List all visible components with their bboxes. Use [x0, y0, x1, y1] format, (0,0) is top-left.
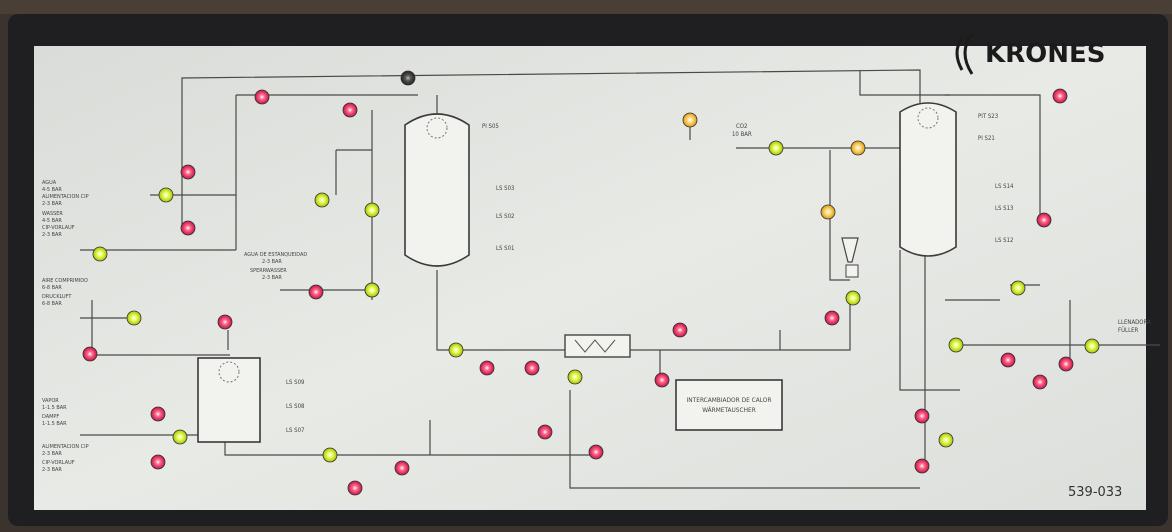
svg-text:ALIMENTACION CIP: ALIMENTACION CIP — [42, 444, 89, 450]
brand-name: KRONES — [985, 39, 1106, 69]
hx-label-2: WÄRMETAUSCHER — [702, 405, 756, 414]
svg-text:4-5 BAR: 4-5 BAR — [42, 218, 62, 224]
svg-text:4-5 BAR: 4-5 BAR — [42, 187, 62, 193]
svg-text:ALIMENTACION CIP: ALIMENTACION CIP — [42, 194, 89, 200]
indicator-lamp-yellow — [568, 370, 582, 384]
svg-text:CO2: CO2 — [736, 123, 747, 130]
indicator-lamp-red — [218, 315, 232, 329]
svg-text:6-8 BAR: 6-8 BAR — [42, 301, 62, 307]
level-tag: LS S14 — [995, 183, 1014, 190]
indicator-lamp-yellow — [159, 188, 173, 202]
svg-text:DAMPF: DAMPF — [42, 414, 59, 420]
indicator-lamp-yellow — [365, 283, 379, 297]
indicator-lamp-yellow — [315, 193, 329, 207]
tank-right — [900, 103, 956, 256]
indicator-lamp-red — [1037, 213, 1051, 227]
level-tag: LS S12 — [995, 237, 1013, 244]
indicator-lamp-orange — [683, 113, 697, 127]
indicator-lamp-dark — [401, 71, 415, 85]
svg-text:AGUA: AGUA — [42, 180, 57, 186]
indicator-lamp-yellow — [323, 448, 337, 462]
pressure-tag: PI S05 — [482, 123, 499, 130]
indicator-lamp-red — [525, 361, 539, 375]
svg-text:FÜLLER: FÜLLER — [1118, 327, 1138, 334]
filter-box — [846, 265, 858, 277]
indicator-lamp-yellow — [173, 430, 187, 444]
level-tag: LS S07 — [286, 427, 304, 434]
svg-text:10 BAR: 10 BAR — [732, 131, 752, 138]
level-tag: LS S09 — [286, 379, 305, 386]
indicator-lamp-red — [181, 221, 195, 235]
level-tag: LS S13 — [995, 205, 1013, 212]
indicator-lamp-red — [673, 323, 687, 337]
indicator-lamp-red — [343, 103, 357, 117]
svg-text:CIP-VORLAUF: CIP-VORLAUF — [42, 225, 75, 231]
indicator-lamp-red — [825, 311, 839, 325]
hx-label-1: INTERCAMBIADOR DE CALOR — [687, 396, 772, 404]
svg-text:WASSER: WASSER — [42, 211, 63, 217]
model-number: 539-033 — [1068, 485, 1122, 500]
indicator-lamp-red — [480, 361, 494, 375]
indicator-lamp-yellow — [769, 141, 783, 155]
svg-text:2-3 BAR: 2-3 BAR — [42, 451, 62, 457]
indicator-lamp-yellow — [449, 343, 463, 357]
indicator-lamp-yellow — [949, 338, 963, 352]
indicator-lamp-red — [589, 445, 603, 459]
level-tag: LS S01 — [496, 245, 514, 252]
svg-text:AIRE COMPRIMIDO: AIRE COMPRIMIDO — [42, 278, 88, 284]
indicator-lamp-red — [1053, 89, 1067, 103]
indicator-lamp-yellow — [127, 311, 141, 325]
indicator-lamp-red — [1001, 353, 1015, 367]
indicator-lamp-orange — [821, 205, 835, 219]
svg-text:LLENADORA: LLENADORA — [1118, 319, 1151, 326]
wall-top — [0, 0, 1172, 14]
svg-text:1-1.5 BAR: 1-1.5 BAR — [42, 421, 67, 427]
indicator-lamp-orange — [851, 141, 865, 155]
svg-text:2-3 BAR: 2-3 BAR — [262, 259, 282, 265]
indicator-lamp-red — [915, 409, 929, 423]
level-tag: LS S03 — [496, 185, 514, 192]
indicator-lamp-red — [915, 459, 929, 473]
level-tag: LS S08 — [286, 403, 305, 410]
indicator-lamp-red — [395, 461, 409, 475]
indicator-lamp-yellow — [1085, 339, 1099, 353]
tank-left — [198, 358, 260, 442]
tank-mid — [405, 114, 469, 266]
indicator-lamp-yellow — [939, 433, 953, 447]
pressure-tag: PI S21 — [978, 135, 995, 142]
level-tag: LS S02 — [496, 213, 514, 220]
indicator-lamp-red — [348, 481, 362, 495]
svg-text:2-3 BAR: 2-3 BAR — [42, 232, 62, 238]
svg-text:CIP-VORLAUF: CIP-VORLAUF — [42, 460, 75, 466]
svg-text:6-8 BAR: 6-8 BAR — [42, 285, 62, 291]
indicator-lamp-red — [255, 90, 269, 104]
indicator-lamp-red — [309, 285, 323, 299]
svg-text:SPERRWASSER: SPERRWASSER — [250, 268, 287, 274]
svg-text:AGUA DE ESTANQUEIDAD: AGUA DE ESTANQUEIDAD — [244, 252, 307, 258]
indicator-lamp-yellow — [1011, 281, 1025, 295]
indicator-lamp-yellow — [93, 247, 107, 261]
svg-text:2-3 BAR: 2-3 BAR — [42, 201, 62, 207]
pressure-tag: PIT S23 — [978, 113, 998, 120]
indicator-lamp-red — [1033, 375, 1047, 389]
indicator-lamp-red — [181, 165, 195, 179]
svg-text:VAPOR: VAPOR — [42, 398, 59, 404]
indicator-lamp-red — [655, 373, 669, 387]
svg-text:DRUCKLUFT: DRUCKLUFT — [42, 294, 72, 300]
indicator-lamp-red — [538, 425, 552, 439]
indicator-lamp-red — [151, 455, 165, 469]
indicator-lamp-red — [151, 407, 165, 421]
indicator-lamp-red — [1059, 357, 1073, 371]
indicator-lamp-red — [83, 347, 97, 361]
indicator-lamp-yellow — [365, 203, 379, 217]
indicator-lamp-yellow — [846, 291, 860, 305]
svg-text:2-3 BAR: 2-3 BAR — [262, 275, 282, 281]
svg-text:2-3 BAR: 2-3 BAR — [42, 467, 62, 473]
svg-text:1-1.5 BAR: 1-1.5 BAR — [42, 405, 67, 411]
